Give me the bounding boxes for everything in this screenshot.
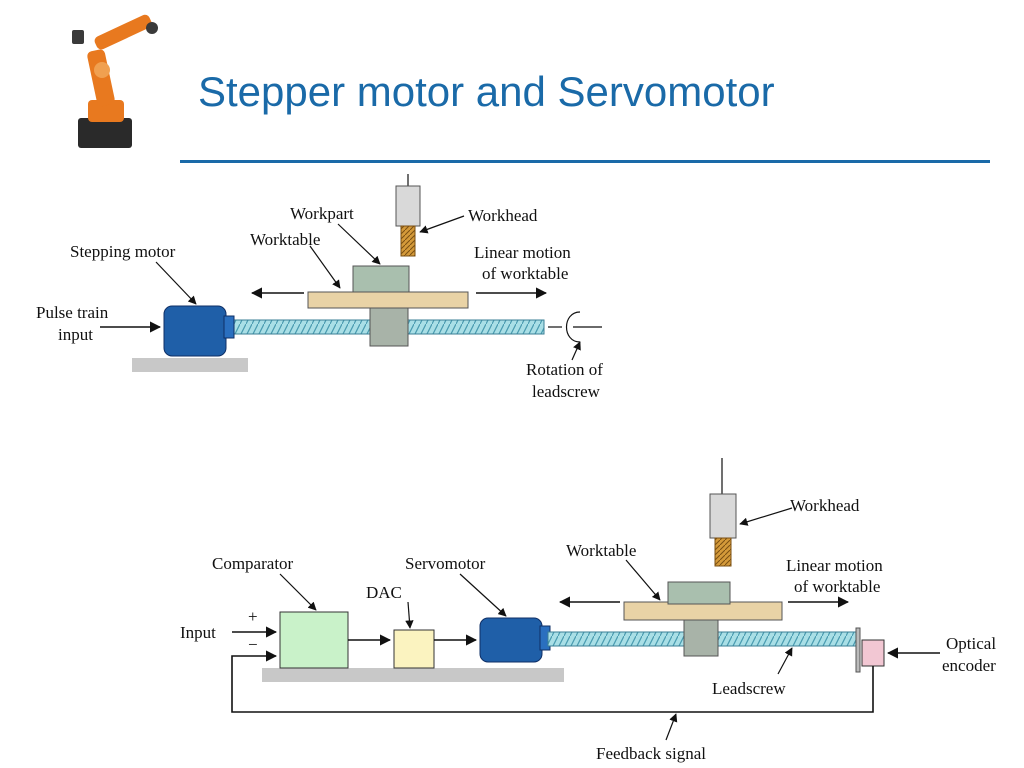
stepper-base [132, 358, 248, 372]
servo-nut-block [683, 617, 719, 657]
stepper-linear-motion-label-1: Linear motion [474, 243, 571, 262]
dac-block [393, 629, 435, 669]
stepper-workhead-label: Workhead [468, 206, 538, 225]
stepper-cutting-tool [400, 225, 416, 257]
feedback-signal-label: Feedback signal [596, 744, 706, 763]
stepper-workhead [395, 185, 421, 227]
optical-encoder-label-1: Optical [946, 634, 996, 653]
optical-encoder-block [861, 639, 885, 667]
servo-cutting-tool [714, 537, 732, 567]
feedback-loop-line [231, 650, 874, 713]
rotation-label-2: leadscrew [532, 382, 601, 401]
servo-base [262, 668, 564, 682]
leadscrew-label: Leadscrew [712, 679, 786, 698]
encoder-disk [855, 627, 861, 673]
servomotor-label: Servomotor [405, 554, 486, 573]
stepper-linear-motion-label-2: of worktable [482, 264, 568, 283]
minus-sign: − [248, 635, 258, 654]
stepper-worktable [307, 291, 469, 309]
servo-linear-motion-label-2: of worktable [794, 577, 880, 596]
dac-label: DAC [366, 583, 402, 602]
servo-workhead-label: Workhead [790, 496, 860, 515]
servo-workhead [709, 493, 737, 539]
stepper-nut-block [369, 305, 409, 347]
industrial-robot-icon [72, 14, 158, 148]
pulse-train-label-2: input [58, 325, 93, 344]
rotation-label-1: Rotation of [526, 360, 603, 379]
pulse-train-label-1: Pulse train [36, 303, 109, 322]
slide-title: Stepper motor and Servomotor [198, 68, 775, 115]
comparator-label: Comparator [212, 554, 294, 573]
stepper-worktable-label: Worktable [250, 230, 320, 249]
stepper-workpart [352, 265, 410, 293]
title-underline [180, 160, 990, 163]
stepper-diagram: Workpart Workhead Worktable Stepping mot… [36, 174, 603, 401]
servo-worktable-label: Worktable [566, 541, 636, 560]
servomotor-body [479, 617, 543, 663]
servo-linear-motion-label-1: Linear motion [786, 556, 883, 575]
comparator-block [279, 611, 349, 669]
stepping-motor-shaft [223, 315, 235, 339]
servo-worktable [623, 601, 783, 621]
optical-encoder-label-2: encoder [942, 656, 996, 675]
stepping-motor-label: Stepping motor [70, 242, 176, 261]
stepping-motor-body [163, 305, 227, 357]
workpart-label: Workpart [290, 204, 354, 223]
servo-diagram: Workhead Worktable Comparator Servomotor… [180, 458, 996, 763]
input-label: Input [180, 623, 216, 642]
servo-workpart [667, 581, 731, 605]
plus-sign: + [248, 607, 258, 626]
